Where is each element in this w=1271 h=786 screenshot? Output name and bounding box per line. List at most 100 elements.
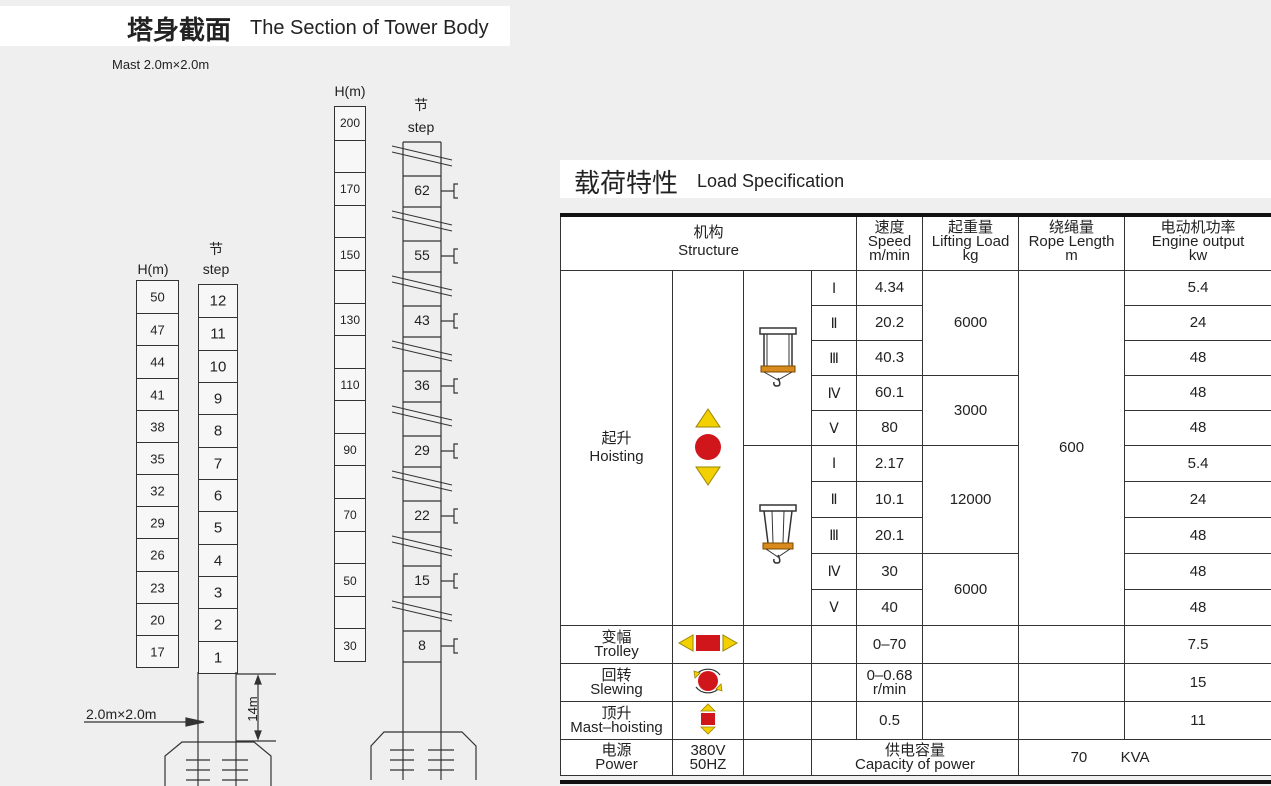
power-value: 48	[1189, 562, 1207, 580]
slewing-label-en: Slewing	[590, 680, 643, 698]
short-step-label-cn: 节	[209, 241, 223, 257]
tower-cell-label: 38	[150, 419, 165, 435]
tall-tower-mast	[370, 141, 477, 780]
table-row: 回转 Slewing 0–0.68 r/min 15	[560, 663, 1271, 702]
header-speed-unit: m/min	[869, 247, 910, 264]
tower-cell: 9	[199, 382, 237, 415]
table-row: Ⅲ 40.3 48	[561, 340, 1271, 376]
tower-cell	[335, 335, 365, 369]
speed-value: 60.1	[874, 384, 905, 401]
gear-cell: Ⅲ	[810, 340, 858, 376]
table-row: Ⅳ 30 6000 48	[561, 553, 1271, 626]
tower-cell-label: 8	[213, 422, 223, 440]
tower-cell	[335, 139, 365, 174]
speed-unit: r/min	[872, 680, 907, 698]
lacing-bar	[391, 606, 453, 622]
header-load: 起重量 Lifting Load kg	[922, 213, 1020, 271]
lacing-bar	[391, 541, 453, 557]
mast-hoisting-icon	[700, 703, 716, 735]
tower-cell: 4	[199, 543, 237, 577]
tower-cell-label: 4	[213, 552, 223, 570]
header-rope: 绕绳量 Rope Length m	[1018, 213, 1126, 271]
speed-cell: 2.17	[856, 445, 924, 482]
tower-cell: 70	[335, 498, 365, 532]
speed-value: 80	[881, 419, 898, 436]
power-label-en: Power	[595, 755, 638, 773]
tower-cell: 200	[335, 107, 365, 140]
power-cell: 24	[1124, 481, 1271, 518]
speed-value: 30	[881, 562, 898, 580]
lacing-bar	[391, 145, 453, 161]
tower-title-en: The Section of Tower Body	[250, 17, 489, 39]
power-cell: 7.5	[1124, 625, 1271, 664]
tall-step-label-en: step	[407, 119, 435, 135]
empty-cell	[922, 625, 1020, 664]
power-label: 电源 Power	[560, 739, 673, 776]
speed-value: 40.3	[874, 349, 905, 366]
speed-cell: 30	[856, 553, 924, 590]
side-bracket	[441, 378, 458, 394]
power-value: 48	[1189, 598, 1207, 616]
table-row: Ⅴ 40 48	[561, 589, 1271, 626]
tower-cell-label: 50	[150, 289, 165, 305]
power-value: 24	[1189, 314, 1207, 331]
table-header-row: 机构 Structure 速度 Speed m/min 起重量 Lifting …	[559, 213, 1271, 271]
empty-cell	[743, 625, 812, 664]
mast-hoisting-label-cn: 顶升	[601, 704, 632, 722]
trolley-left-right-icon	[677, 634, 739, 652]
frequency-value: 50HZ	[689, 755, 727, 773]
tower-cell-label: 6	[213, 487, 223, 505]
tower-cell: 32	[137, 474, 178, 507]
tower-cell: 12	[199, 285, 237, 317]
side-bracket	[441, 638, 458, 654]
speed-cell: 60.1	[856, 375, 924, 411]
tower-cell-label: 10	[209, 358, 227, 376]
lacing-bar	[391, 600, 453, 616]
tower-cell	[335, 400, 365, 434]
hook-4-fall-icon	[758, 504, 797, 564]
tower-cell: 1	[199, 640, 237, 674]
hoisting-label-en: Hoisting	[589, 448, 644, 465]
power-cell: 11	[1124, 701, 1271, 740]
voltage-value: 380V	[690, 741, 726, 759]
tower-cell: 10	[199, 349, 237, 383]
slewing-symbol	[672, 663, 744, 702]
table-row: Ⅰ 2.17 12000 5.4	[561, 445, 1271, 626]
trolley-label: 变幅 Trolley	[560, 625, 673, 664]
tall-step-label: 8	[418, 637, 426, 653]
mast-size-label: Mast 2.0m×2.0m	[112, 57, 210, 72]
load-cell: 12000	[922, 445, 1020, 554]
gear-label: Ⅰ	[831, 279, 837, 296]
tower-cell-label: 20	[150, 612, 165, 628]
capacity-value-cell: 70 KVA	[1018, 739, 1271, 776]
table-row: Ⅱ 10.1 24	[561, 481, 1271, 518]
trolley-label-cn: 变幅	[601, 628, 632, 646]
gear-label: Ⅴ	[829, 599, 839, 615]
side-bracket	[441, 573, 458, 589]
tower-cell-label: 70	[343, 508, 357, 523]
empty-cell	[922, 701, 1020, 740]
tower-cell-label: 29	[150, 515, 165, 531]
tower-cell	[335, 269, 365, 304]
mast-hoisting-symbol	[672, 701, 744, 740]
capacity-label-cell: 供电容量 Capacity of power	[810, 739, 1020, 776]
hoisting-up-down-icon	[695, 407, 721, 486]
gear-label: Ⅳ	[827, 384, 841, 401]
empty-cell	[743, 701, 812, 740]
tower-cell-label: 44	[150, 354, 165, 370]
speed-cell: 80	[856, 410, 924, 446]
tower-cell	[335, 595, 365, 630]
tall-step-label: 43	[414, 312, 430, 328]
speed-value: 0–0.68	[866, 666, 913, 684]
table-row: Ⅳ 60.1 3000 48	[561, 375, 1271, 446]
gear-cell: Ⅳ	[810, 375, 858, 411]
short-h-label: H(m)	[137, 261, 169, 277]
tall-step-label: 15	[414, 572, 430, 588]
tower-cell-label: 90	[343, 443, 357, 458]
capacity-label-cn: 供电容量	[885, 741, 946, 759]
hook-single-cell	[743, 270, 812, 446]
lacing-bar	[391, 340, 453, 356]
tower-cell-label: 7	[213, 455, 223, 473]
power-value: 48	[1189, 384, 1207, 401]
